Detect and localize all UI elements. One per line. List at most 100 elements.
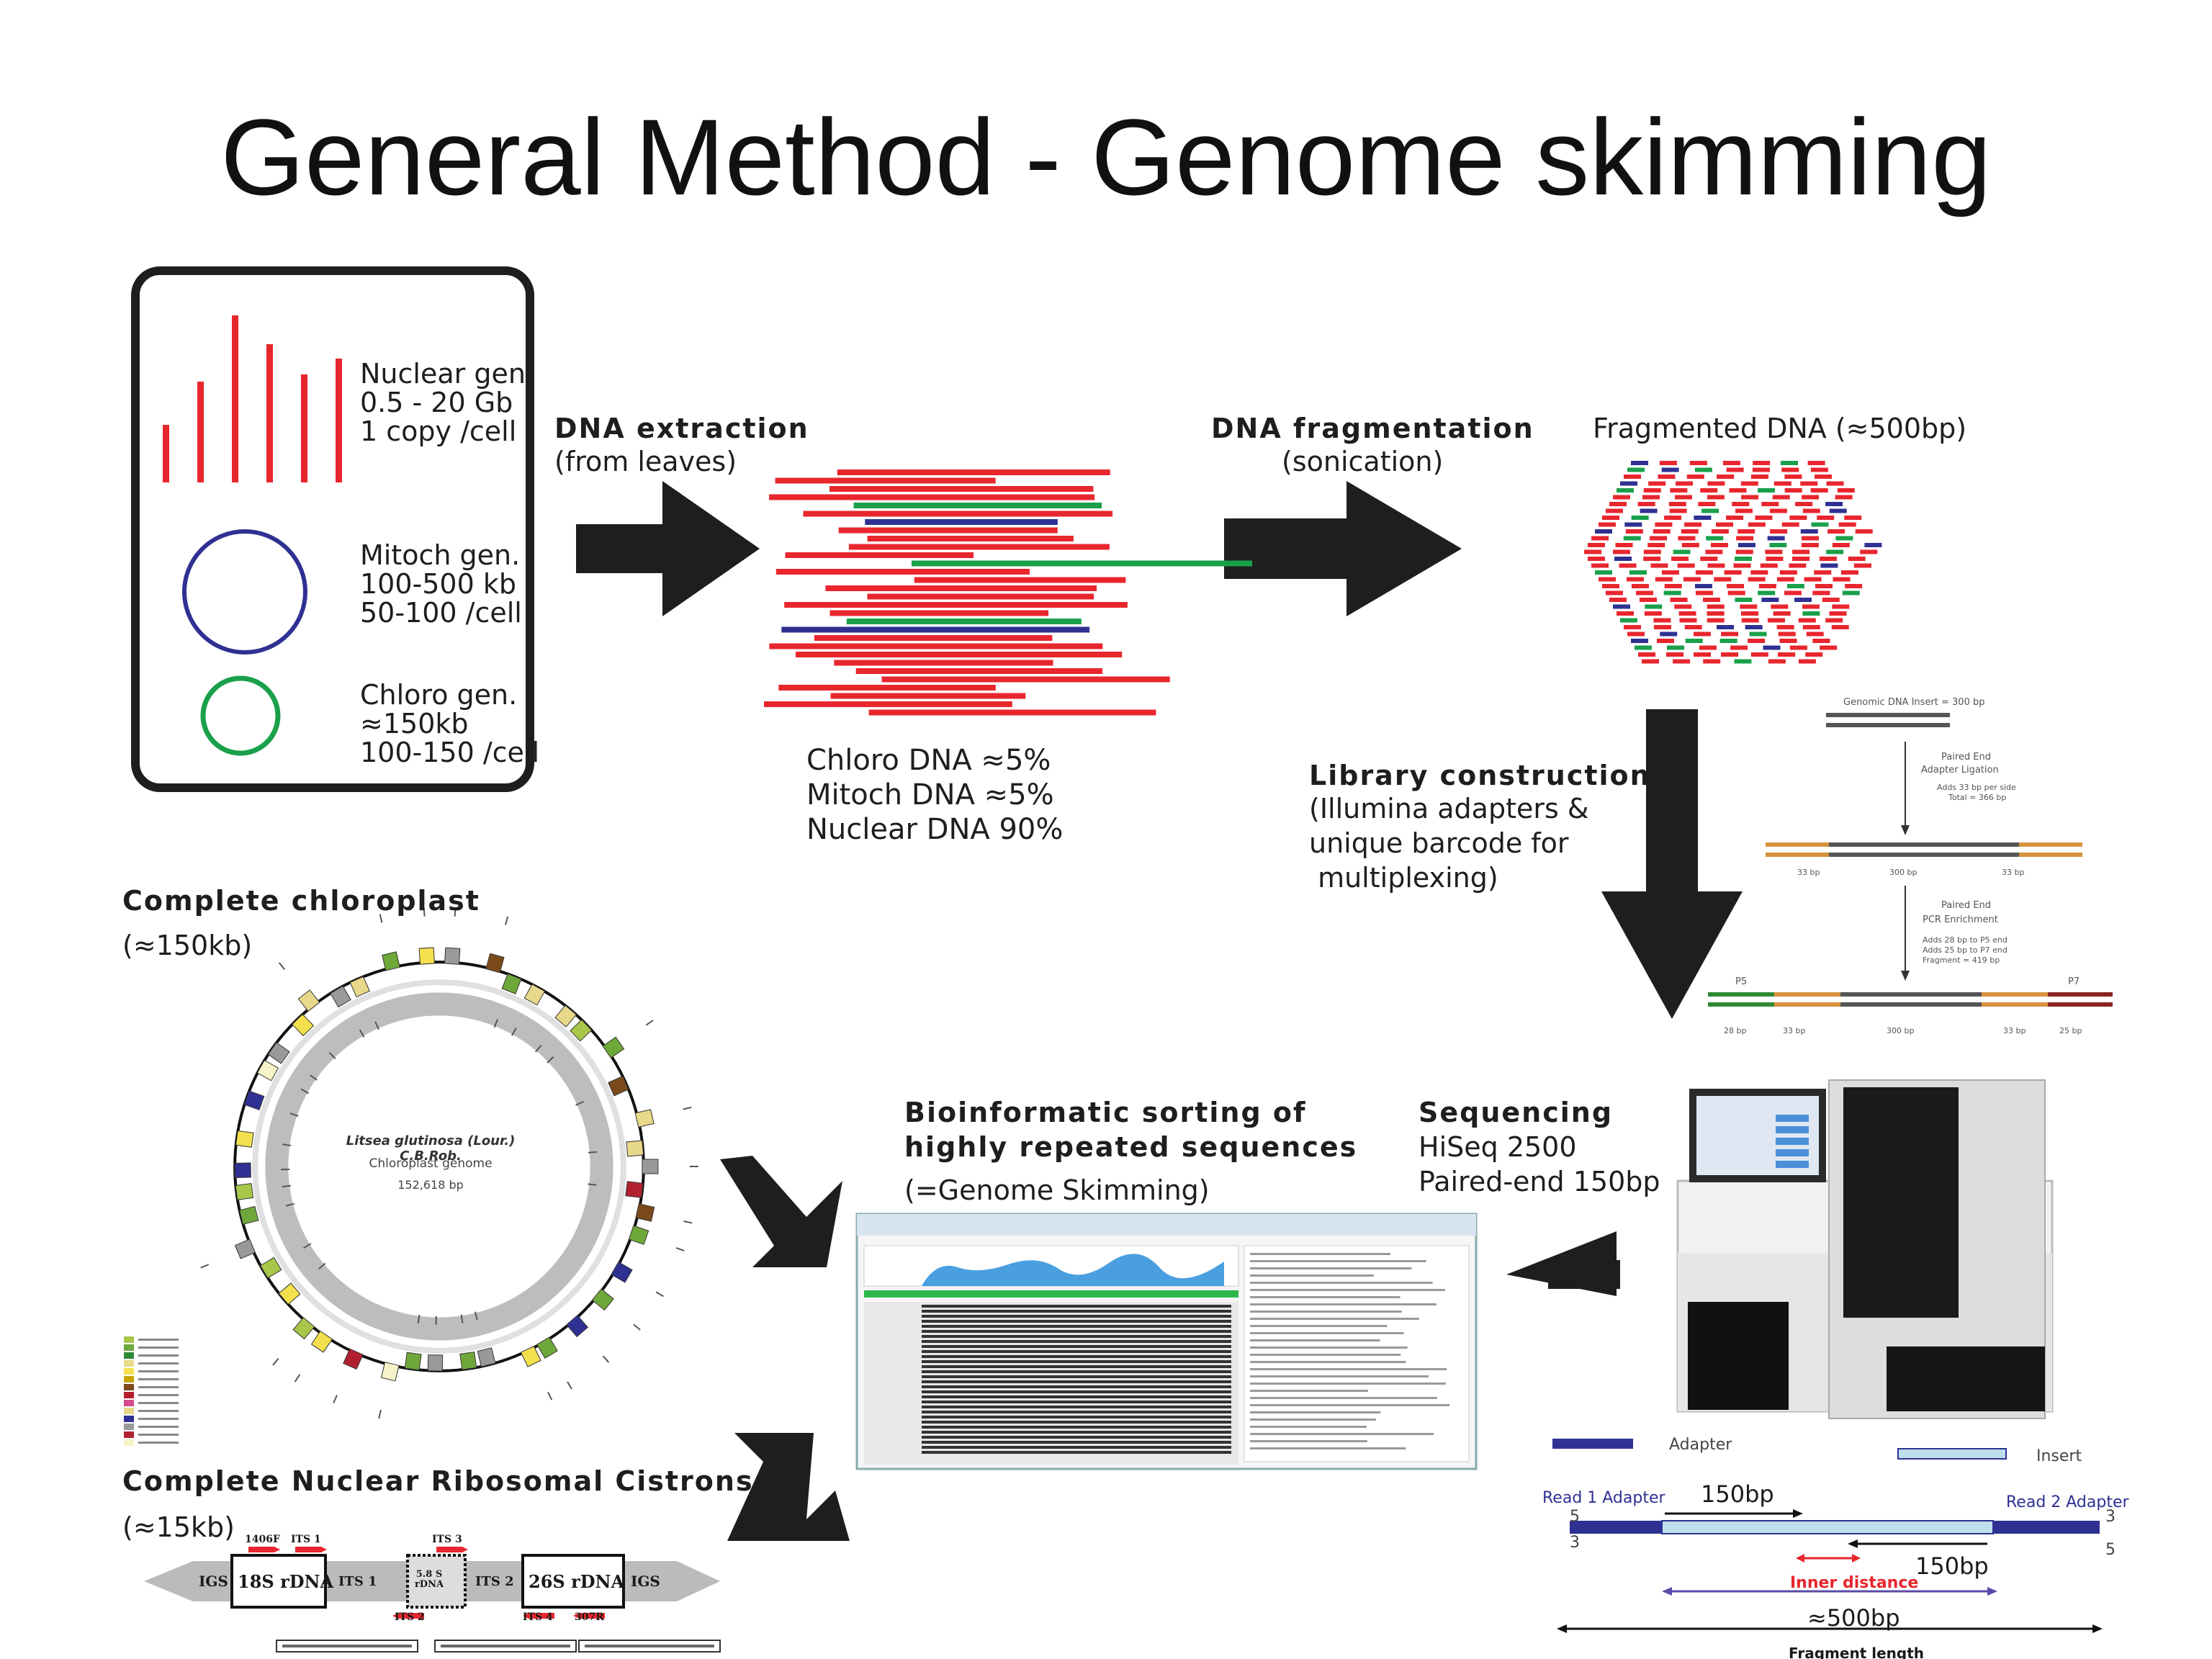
rib-primer-1406f: 1406F (245, 1534, 280, 1545)
dna-fragment (1591, 536, 1609, 541)
arrow-extraction (576, 481, 760, 616)
chloroplast-gene-tick (318, 1262, 326, 1270)
dna-fragment (1664, 516, 1682, 520)
dna-strand (837, 469, 1110, 475)
dna-fragment (1661, 467, 1679, 472)
dna-fragment (1635, 645, 1652, 650)
dna-fragment (1584, 549, 1601, 554)
chloroplast-gene-tick (588, 1151, 598, 1154)
dna-fragment (1789, 516, 1807, 520)
lib-row2-label-5: 25 bp (2059, 1026, 2082, 1035)
dna-fragment (1683, 577, 1701, 582)
dna-fragment (1779, 570, 1797, 575)
cell-genome-box (131, 266, 534, 792)
dna-fragment (1615, 543, 1633, 547)
chloroplast-gene (427, 1354, 444, 1372)
chloroplast-legend-text (138, 1362, 179, 1364)
chloroplast-legend-swatch (124, 1384, 134, 1390)
dna-fragment (1643, 557, 1661, 561)
dna-fragment (1613, 495, 1630, 500)
dna-fragment (1653, 625, 1671, 629)
chloroplast-inner-ring-2 (252, 979, 626, 1354)
chloroplast-gene-tick (309, 1074, 318, 1081)
chloroplast-gene (444, 947, 461, 965)
dna-fragment (1676, 481, 1694, 486)
dna-fragment (1820, 563, 1838, 568)
software-side-row (1250, 1325, 1388, 1327)
chloroplast-legend-swatch (124, 1424, 134, 1430)
dna-fragment (1717, 625, 1735, 629)
dna-fragment (1657, 639, 1675, 643)
dna-fragment (1727, 584, 1745, 588)
rib-primer-forward (436, 1547, 468, 1552)
lib-row2-segment (1774, 1002, 1840, 1007)
dna-fragment (1663, 590, 1681, 595)
chloroplast-gene (267, 1042, 290, 1064)
dna-fragment (1761, 502, 1779, 506)
rib-primer-its4: ITS 4 (523, 1611, 553, 1623)
dna-fragment (1833, 577, 1851, 582)
lib-step2-note-a: Adds 28 bp to P5 end (1923, 935, 2008, 945)
chloroplast-gene-tick (289, 1112, 299, 1118)
nuclear-label-2: 0.5 - 20 Gb (360, 387, 513, 418)
lib-row2-segment (2048, 1002, 2113, 1007)
chloroplast-gene-tick (602, 1355, 610, 1363)
chloroplast-legend-swatch (124, 1439, 134, 1446)
chloroplast-legend-text (138, 1339, 179, 1341)
chloroplast-gene-tick (633, 1323, 641, 1331)
chloro-genome-circle (200, 675, 281, 756)
dna-fragment (1825, 618, 1843, 623)
chloroplast-legend-swatch (124, 1416, 134, 1422)
dna-fragment (1706, 536, 1724, 541)
dna-fragment (1778, 631, 1796, 637)
dna-fragment (1802, 604, 1820, 609)
dna-fragment (1825, 502, 1843, 506)
dna-fragment (1684, 625, 1702, 629)
sequencer-screen-button (1776, 1138, 1809, 1145)
software-read-row (922, 1325, 1231, 1328)
dna-fragment (1814, 570, 1832, 575)
dna-strand (830, 693, 1026, 699)
dna-fragment (1700, 488, 1718, 493)
dna-fragment (1826, 481, 1844, 486)
chloroplast-gene-tick (547, 1056, 554, 1064)
software-side-row (1250, 1310, 1402, 1313)
software-coverage-plot (922, 1254, 1224, 1286)
dna-strand (830, 610, 1048, 616)
dna-fragment (1620, 481, 1637, 486)
dna-fragment (1755, 516, 1773, 520)
lib-adapter-right-2 (2019, 853, 2082, 857)
lib-row2-segment (1708, 992, 1774, 997)
software-read-row (922, 1401, 1231, 1403)
lib-adapter-left (1766, 842, 1829, 847)
dna-fragment (1681, 529, 1699, 534)
chloroplast-gene (570, 1019, 593, 1042)
chloroplast-legend-swatch (124, 1352, 134, 1359)
dna-strand (829, 486, 1094, 492)
chloroplast-legend-text (138, 1354, 179, 1357)
bioinfo-title-2: highly repeated sequences (904, 1131, 1358, 1163)
dna-fragment (1673, 659, 1691, 664)
dna-strand (868, 709, 1156, 716)
sequencer-screen-button (1776, 1149, 1809, 1156)
chloroplast-gene-tick (645, 1020, 654, 1026)
dna-fragment (1842, 590, 1860, 595)
chloroplast-gene (235, 1183, 254, 1200)
arrow-library (1601, 709, 1743, 1019)
software-side-row (1250, 1368, 1447, 1370)
chloroplast-legend-swatch (124, 1408, 134, 1414)
chloroplast-gene (234, 1162, 251, 1178)
lib-step-arrowhead-2 (1901, 971, 1910, 981)
chloroplast-gene (278, 1282, 301, 1305)
software-side-row (1250, 1440, 1367, 1442)
dna-fragment (1719, 639, 1737, 643)
mitoch-label-2: 100-500 kb (360, 568, 516, 600)
dna-fragment (1678, 536, 1696, 541)
dna-fragment (1740, 481, 1758, 486)
read-insert-label: Insert (2036, 1447, 2082, 1465)
chloroplast-gene (418, 947, 435, 965)
dna-fragment (1786, 584, 1804, 588)
dna-fragment (1606, 508, 1623, 513)
dna-fragment (1702, 598, 1720, 602)
rib-primer-reverse (523, 1613, 554, 1619)
